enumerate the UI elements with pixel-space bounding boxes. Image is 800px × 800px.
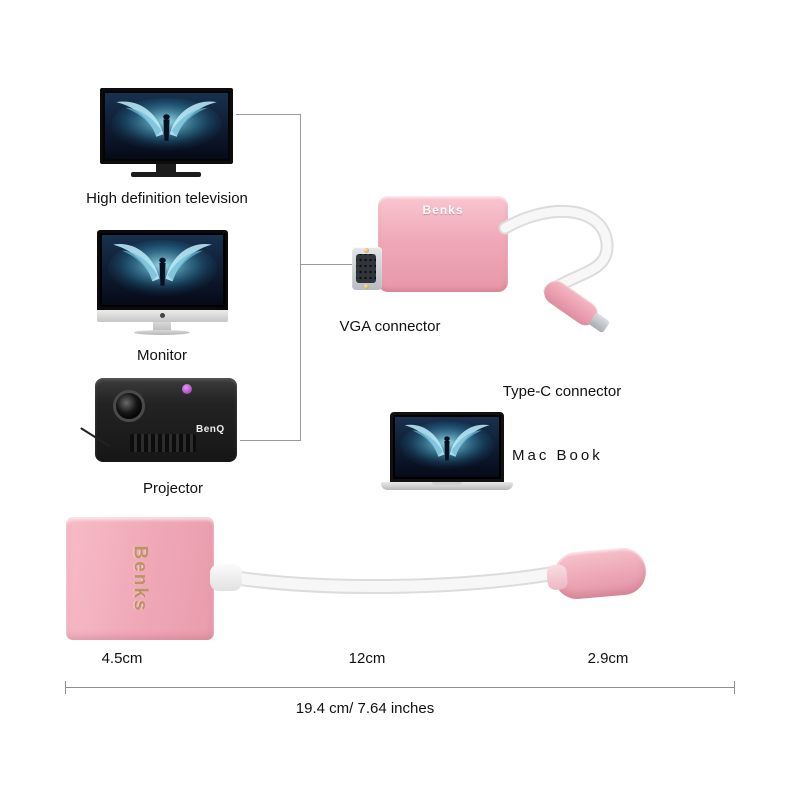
total-dimension-tick-left [65,681,66,694]
projector-brand: BenQ [196,424,225,435]
dim-adapter: 4.5cm [101,650,143,667]
monitor-stand-neck [153,322,171,331]
monitor-label: Monitor [136,347,188,364]
macbook-base [381,482,513,490]
middle-cable-outline [498,205,614,298]
vga-screw-bottom [364,284,369,289]
cable-strain-relief [210,564,242,591]
dim-cable: 12cm [348,650,386,667]
projector-vents [130,434,196,452]
bottom-cable-outline [228,565,564,595]
macbook-screen-artwork [395,417,499,477]
vga-port-face [356,254,376,283]
monitor-image [97,230,228,310]
vga-port [352,247,382,290]
typec-plug-product [546,546,648,601]
product-adapter-body: Benks [66,517,214,640]
tv-label: High definition television [86,190,248,207]
macbook-image [390,412,504,482]
typec-plug-collar [546,563,569,591]
dim-total: 19.4 cm/ 7.64 inches [295,700,435,717]
bracket-line-adapter [300,264,354,265]
monitor-screen-artwork [102,235,223,305]
product-brand-logo: Benks [130,544,151,613]
macbook-notch [432,482,462,485]
dim-connector: 2.9cm [587,650,629,667]
tv-image [100,88,233,164]
bracket-line-tv [236,114,300,115]
typec-connector-label: Type-C connector [502,383,622,400]
bracket-line-projector [240,440,300,441]
macbook-label: Mac Book [512,447,603,464]
adapter-brand-logo: Benks [422,203,464,217]
bracket-line-vertical [300,114,301,441]
tv-stand-base [131,172,201,177]
monitor-logo-dot [160,313,165,318]
vga-adapter-image: Benks [378,196,508,292]
middle-cable [500,207,612,296]
monitor-stand-base [134,330,190,335]
typec-plug-tip [588,312,611,334]
projector-indicator-dot [182,384,192,394]
total-dimension-tick-right [734,681,735,694]
bottom-cable [230,567,562,593]
vga-screw-top [364,248,369,253]
typec-plug-middle [539,275,611,334]
projector-label: Projector [142,480,204,497]
tv-screen-artwork [105,93,228,159]
vga-connector-label: VGA connector [339,318,441,335]
projector-lens [113,390,145,422]
total-dimension-line [65,687,735,688]
tv-stand-neck [156,164,176,172]
product-brand-wrap: Benks [66,517,214,640]
